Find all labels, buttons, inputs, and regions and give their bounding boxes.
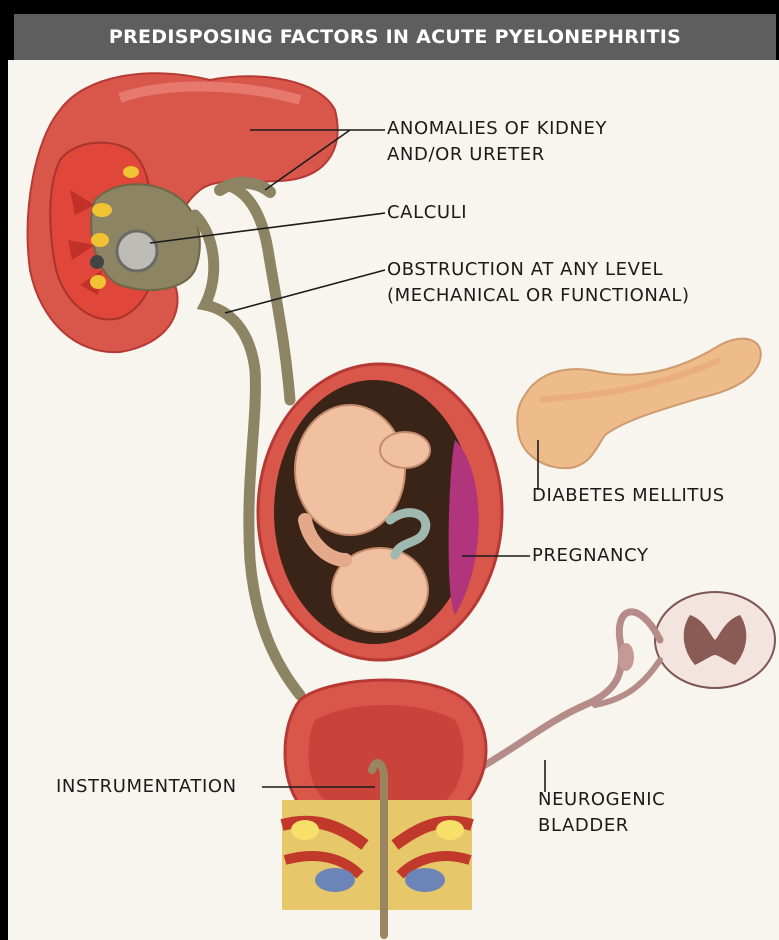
pancreas-illustration [517,339,761,469]
label-neurogenic-line1: NEUROGENIC [538,787,665,813]
kidney-illustration [28,73,338,352]
spinal-cord-illustration [480,592,775,768]
label-obstruction-line2: (MECHANICAL OR FUNCTIONAL) [387,283,690,309]
label-anomalies-line1: ANOMALIES OF KIDNEY [387,116,607,142]
label-pregnancy: PREGNANCY [532,543,649,569]
pregnant-uterus-illustration [258,364,502,660]
label-calculi: CALCULI [387,200,467,226]
bladder-illustration [282,680,486,935]
label-anomalies: ANOMALIES OF KIDNEY AND/OR URETER [387,116,607,168]
label-obstruction-line1: OBSTRUCTION AT ANY LEVEL [387,257,690,283]
label-diabetes: DIABETES MELLITUS [532,483,725,509]
label-neurogenic-bladder: NEUROGENIC BLADDER [538,787,665,839]
label-instrumentation: INSTRUMENTATION [56,774,237,800]
label-obstruction: OBSTRUCTION AT ANY LEVEL (MECHANICAL OR … [387,257,690,309]
label-anomalies-line2: AND/OR URETER [387,142,607,168]
leader-line-obstruction [225,270,385,313]
label-neurogenic-line2: BLADDER [538,813,665,839]
